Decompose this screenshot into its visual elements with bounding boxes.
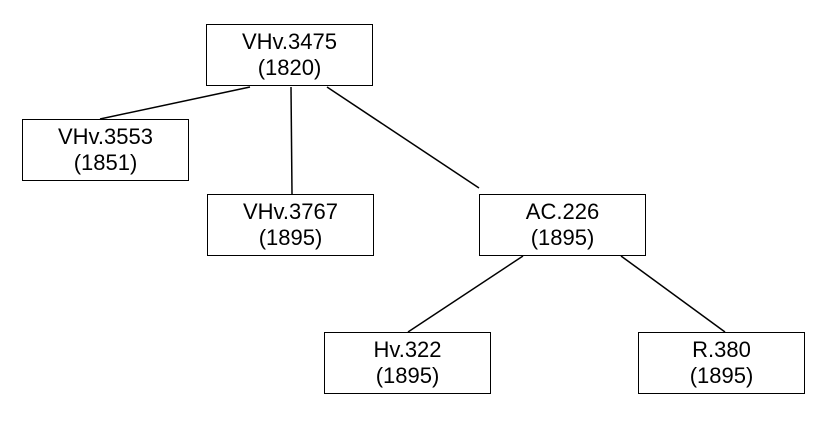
node-year: (1851) (73, 150, 138, 175)
node-r380: R.380 (1895) (638, 332, 805, 394)
node-vhv3475: VHv.3475 (1820) (206, 24, 373, 86)
node-vhv3767: VHv.3767 (1895) (207, 194, 374, 256)
node-year: (1895) (258, 225, 323, 250)
node-year: (1895) (689, 363, 754, 388)
edge-vhv3475-ac226 (326, 86, 480, 189)
node-label: Hv.322 (373, 337, 442, 362)
node-label: VHv.3767 (243, 199, 338, 224)
node-ac226: AC.226 (1895) (479, 194, 646, 256)
edge-vhv3475-vhv3553 (99, 86, 251, 120)
node-hv322: Hv.322 (1895) (324, 332, 491, 394)
node-label: VHv.3553 (58, 124, 153, 149)
node-vhv3553: VHv.3553 (1851) (22, 119, 189, 181)
node-year: (1820) (257, 55, 322, 80)
node-year: (1895) (530, 225, 595, 250)
edge-ac226-r380 (620, 255, 726, 333)
node-label: VHv.3475 (242, 29, 337, 54)
edge-ac226-hv322 (407, 255, 524, 333)
edge-vhv3475-vhv3767 (290, 86, 293, 195)
node-year: (1895) (375, 363, 440, 388)
node-label: R.380 (692, 337, 751, 362)
node-label: AC.226 (525, 199, 600, 224)
